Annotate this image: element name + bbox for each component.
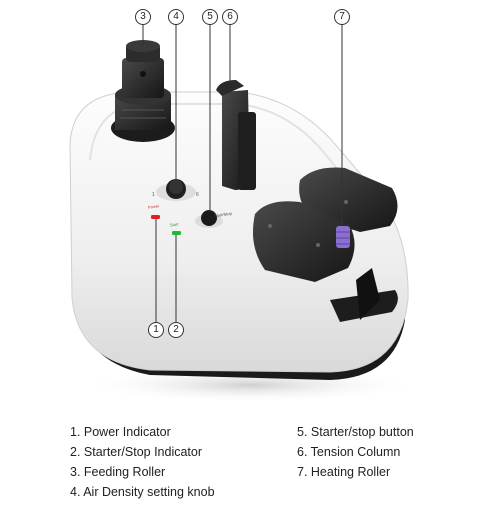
start-stop-button-shape [195, 210, 223, 228]
leader-lines [142, 24, 343, 322]
callout-2: 2 [168, 322, 184, 338]
legend-item: 4. Air Density setting knob [70, 485, 215, 499]
legend-item: 1. Power Indicator [70, 425, 171, 439]
legend-column-left: 1. Power Indicator 2. Starter/Stop Indic… [70, 422, 215, 502]
callout-6: 6 [222, 9, 238, 25]
svg-text:1: 1 [152, 192, 155, 198]
callout-1: 1 [148, 322, 164, 338]
start-led [172, 231, 181, 235]
legend-item: 5. Starter/stop button [297, 425, 414, 439]
callout-4: 4 [168, 9, 184, 25]
legend-item: 2. Starter/Stop Indicator [70, 445, 203, 459]
legend-item: 6. Tension Column [297, 445, 401, 459]
legend-column-right: 5. Starter/stop button 6. Tension Column… [297, 422, 414, 482]
tension-column [216, 80, 256, 190]
heating-roller-assembly [252, 167, 398, 322]
power-led [151, 215, 160, 219]
legend-item: 7. Heating Roller [297, 465, 391, 479]
callout-3: 3 [135, 9, 151, 25]
callout-7: 7 [334, 9, 350, 25]
feeding-roller [111, 40, 175, 142]
callout-5: 5 [202, 9, 218, 25]
svg-text:6: 6 [196, 192, 199, 198]
legend-item: 3. Feeding Roller [70, 465, 166, 479]
